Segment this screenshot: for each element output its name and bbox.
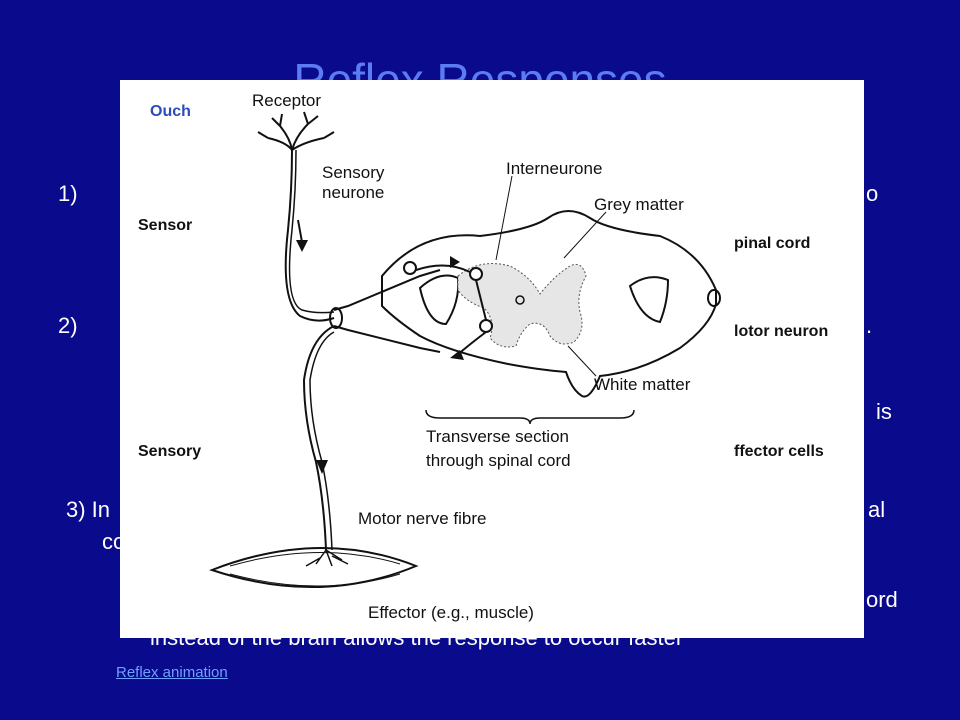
motor-neuron-fragment: lotor neuron bbox=[734, 323, 828, 340]
item-1-number: 1) bbox=[58, 181, 78, 206]
effector-cells-fragment: ffector cells bbox=[734, 443, 824, 460]
item-3-line2-fragment: co bbox=[102, 529, 126, 554]
item-3-start: 3) In bbox=[66, 497, 111, 522]
muscle-effector-icon bbox=[209, 546, 419, 589]
sensory-fragment-2: Sensory bbox=[138, 443, 201, 460]
effector-label: Effector (e.g., muscle) bbox=[368, 603, 534, 622]
receptor-dendrites-icon bbox=[257, 111, 335, 151]
motor-nerve-fibre-label: Motor nerve fibre bbox=[358, 509, 487, 528]
grey-matter-label: Grey matter bbox=[594, 195, 684, 214]
ord-fragment: ord bbox=[866, 587, 898, 612]
item-3-fragment: al bbox=[868, 497, 886, 522]
motor-cell-body-icon bbox=[479, 319, 493, 333]
receptor-label: Receptor bbox=[252, 91, 321, 110]
item-1-fragment: o bbox=[866, 181, 879, 206]
sensory-fragment-1: Sensor bbox=[138, 217, 192, 234]
white-matter-label: White matter bbox=[594, 375, 691, 394]
item-2-is-fragment: is bbox=[876, 399, 892, 424]
transverse-label-2: through spinal cord bbox=[426, 451, 571, 470]
reflex-arc-drawing: Ouch Sensor Sensory bbox=[138, 80, 828, 638]
sensory-cell-body-icon bbox=[403, 261, 417, 275]
sensory-neurone-label-1: Sensory bbox=[322, 163, 385, 182]
interneurone-cell-icon bbox=[469, 267, 483, 281]
transverse-label-1: Transverse section bbox=[426, 427, 569, 446]
reflex-animation-link[interactable]: Reflex animation bbox=[116, 664, 228, 681]
interneurone-label: Interneurone bbox=[506, 159, 602, 178]
reflex-arc-diagram: Ouch Sensor Sensory bbox=[120, 80, 864, 638]
sensory-neurone-label-2: neurone bbox=[322, 183, 384, 202]
ouch-label: Ouch bbox=[150, 103, 191, 120]
spinal-cord-fragment: pinal cord bbox=[734, 235, 810, 252]
item-2-number: 2) bbox=[58, 313, 78, 338]
item-2-fragment: . bbox=[866, 313, 873, 338]
